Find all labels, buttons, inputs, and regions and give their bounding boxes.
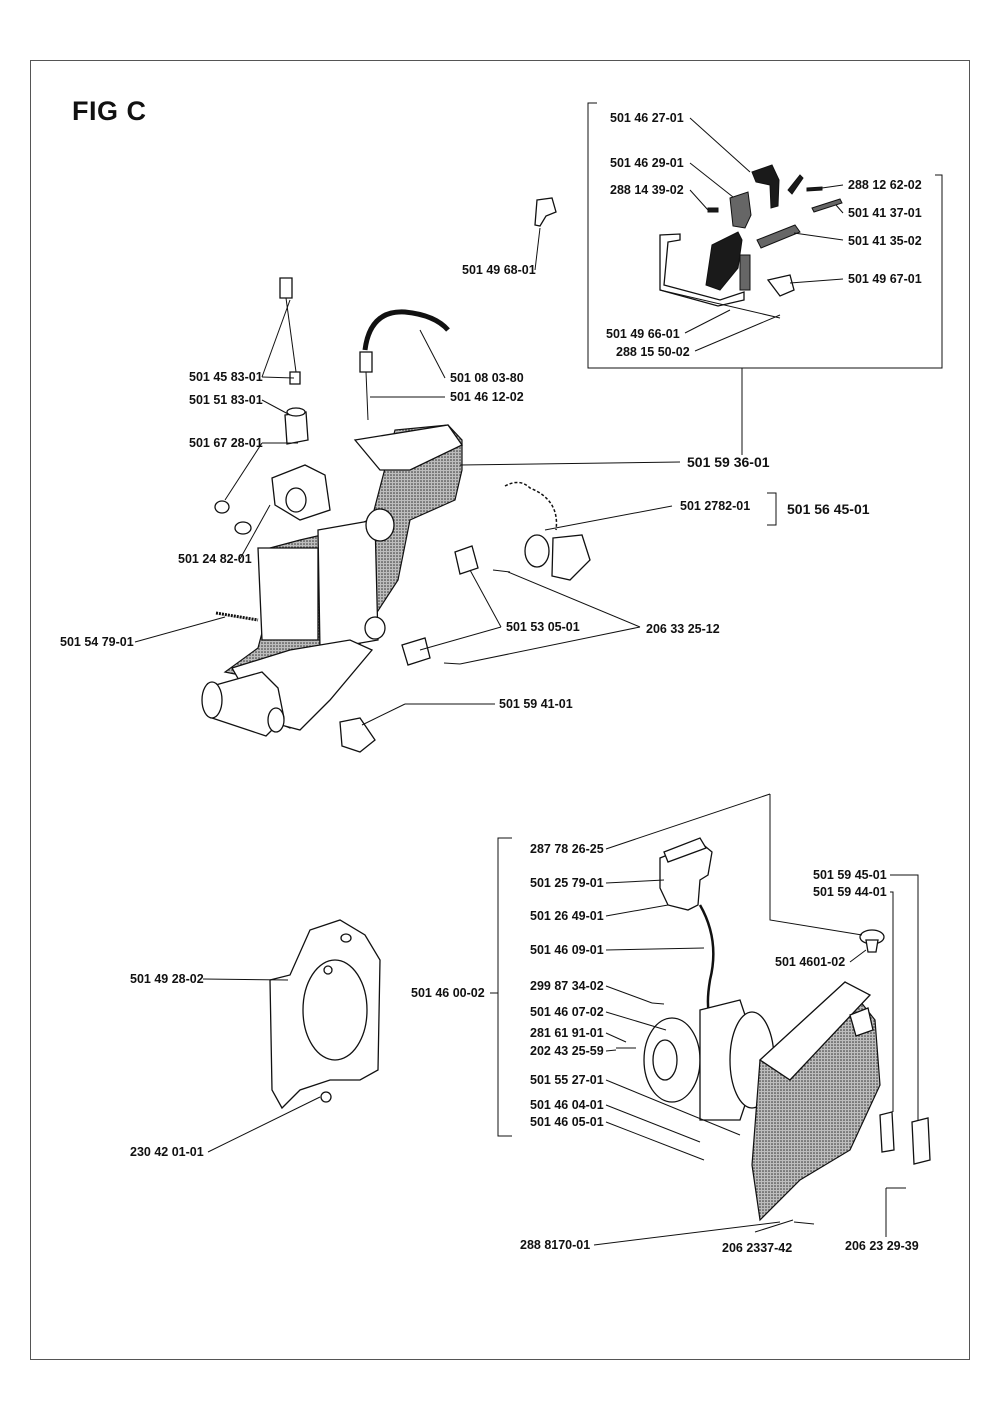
label-501-46-07-02: 501 46 07-02 — [530, 1005, 604, 1019]
label-206-23-29-39: 206 23 29-39 — [845, 1239, 919, 1253]
label-501-56-45-01: 501 56 45-01 — [787, 501, 870, 517]
throttle-assembly-bracket — [587, 102, 943, 455]
label-501-49-67-01: 501 49 67-01 — [848, 272, 922, 286]
label-501-45-83-01: 501 45 83-01 — [189, 370, 263, 384]
label-501-49-66-01: 501 49 66-01 — [606, 327, 680, 341]
label-501-67-28-01: 501 67 28-01 — [189, 436, 263, 450]
label-501-26-49-01: 501 26 49-01 — [530, 909, 604, 923]
label-501-2782-01: 501 2782-01 — [680, 499, 750, 513]
label-501-46-12-02: 501 46 12-02 — [450, 390, 524, 404]
label-501-59-36-01: 501 59 36-01 — [687, 454, 770, 470]
starter-parts-drawing — [616, 837, 931, 1225]
label-501-55-27-01: 501 55 27-01 — [530, 1073, 604, 1087]
label-501-41-35-02: 501 41 35-02 — [848, 234, 922, 248]
label-501-49-68-01: 501 49 68-01 — [462, 263, 536, 277]
label-501-53-05-01: 501 53 05-01 — [506, 620, 580, 634]
label-501-46-05-01: 501 46 05-01 — [530, 1115, 604, 1129]
label-206-2337-42: 206 2337-42 — [722, 1241, 792, 1255]
page-frame — [30, 60, 970, 1360]
label-501-49-28-02: 501 49 28-02 — [130, 972, 204, 986]
label-501-46-29-01: 501 46 29-01 — [610, 156, 684, 170]
leader-lines — [134, 117, 919, 1246]
cover-plate-drawing — [269, 919, 381, 1110]
label-501-51-83-01: 501 51 83-01 — [189, 393, 263, 407]
label-501-59-41-01: 501 59 41-01 — [499, 697, 573, 711]
label-501-24-82-01: 501 24 82-01 — [178, 552, 252, 566]
label-501-08-03-80: 501 08 03-80 — [450, 371, 524, 385]
label-501-46-04-01: 501 46 04-01 — [530, 1098, 604, 1112]
label-288-15-50-02: 288 15 50-02 — [616, 345, 690, 359]
label-281-61-91-01: 281 61 91-01 — [530, 1026, 604, 1040]
label-287-78-26-25: 287 78 26-25 — [530, 842, 604, 856]
housing-hardware-drawing — [214, 277, 591, 753]
label-230-42-01-01: 230 42 01-01 — [130, 1145, 204, 1159]
label-501-59-44-01: 501 59 44-01 — [813, 885, 887, 899]
starter-assembly-bracket — [490, 837, 512, 1137]
label-288-12-62-02: 288 12 62-02 — [848, 178, 922, 192]
label-206-33-25-12: 206 33 25-12 — [646, 622, 720, 636]
throttle-parts-drawing — [534, 164, 843, 319]
label-501-41-37-01: 501 41 37-01 — [848, 206, 922, 220]
label-501-46-00-02: 501 46 00-02 — [411, 986, 485, 1000]
handle-housing-drawing — [201, 424, 463, 737]
label-501-46-27-01: 501 46 27-01 — [610, 111, 684, 125]
label-288-14-39-02: 288 14 39-02 — [610, 183, 684, 197]
label-501-59-45-01: 501 59 45-01 — [813, 868, 887, 882]
label-202-43-25-59: 202 43 25-59 — [530, 1044, 604, 1058]
label-501-4601-02: 501 4601-02 — [775, 955, 845, 969]
label-501-25-79-01: 501 25 79-01 — [530, 876, 604, 890]
label-501-46-09-01: 501 46 09-01 — [530, 943, 604, 957]
part-labels: 501 46 27-01 501 46 29-01 288 14 39-02 2… — [60, 111, 922, 1255]
figure-title: FIG C — [72, 96, 147, 126]
label-299-87-34-02: 299 87 34-02 — [530, 979, 604, 993]
label-501-54-79-01: 501 54 79-01 — [60, 635, 134, 649]
label-288-8170-01: 288 8170-01 — [520, 1238, 590, 1252]
